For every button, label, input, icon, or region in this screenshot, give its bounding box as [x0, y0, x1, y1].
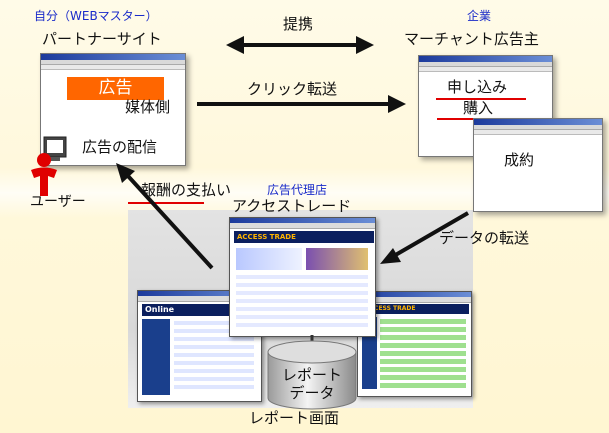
- menu-bar: [41, 60, 185, 65]
- purchase-label: 購入: [463, 99, 494, 117]
- left-entity-name: パートナーサイト: [42, 30, 162, 48]
- accesstrade-logo: ACCESS TRADE: [362, 304, 469, 314]
- title-bar: [358, 292, 471, 297]
- toolbar: [419, 67, 552, 72]
- data-transfer-label: データの転送: [439, 229, 530, 247]
- ad-banner[interactable]: 広告: [67, 77, 164, 100]
- reward-underline: [128, 202, 204, 204]
- report-screen-label: レポート画面: [249, 409, 340, 427]
- data-table: [380, 319, 466, 389]
- title-bar: [230, 218, 375, 223]
- content-area: [236, 275, 368, 329]
- user-label: ユーザー: [30, 194, 86, 210]
- right-entity-name: マーチャント広告主: [404, 30, 539, 48]
- conversion-label: 成約: [504, 151, 535, 169]
- apply-underline: [436, 98, 526, 100]
- menu-bar: [138, 296, 261, 302]
- menu-bar: [230, 223, 375, 229]
- click-transfer-label: クリック転送: [247, 80, 338, 98]
- agency-role-label: 広告代理店: [267, 183, 328, 197]
- report-screen-center: ACCESS TRADE: [229, 217, 376, 337]
- menu-bar: [358, 297, 471, 303]
- menu-bar: [474, 125, 602, 130]
- monitor-icon: [43, 136, 67, 161]
- partnership-label: 提携: [283, 15, 314, 33]
- right-role-label: 企業: [467, 9, 492, 23]
- arrow-double-icon: [226, 36, 374, 54]
- nav-column: [142, 319, 170, 395]
- apply-label: 申し込み: [447, 78, 508, 96]
- ad-delivery-label: 広告の配信: [82, 138, 158, 156]
- merchant-window-front: [473, 118, 603, 212]
- toolbar: [41, 65, 185, 70]
- menu-bar: [419, 62, 552, 67]
- arrow-diagonal-icon: [380, 211, 470, 264]
- toolbar: [474, 130, 602, 135]
- arrow-right-icon: [197, 95, 406, 113]
- media-side-label: 媒体側: [125, 98, 171, 116]
- user-figure-icon: [31, 153, 57, 196]
- title-bar: [41, 54, 185, 60]
- banner: [306, 248, 368, 270]
- title-bar: [474, 119, 602, 125]
- left-role-label: 自分（WEBマスター）: [34, 9, 158, 23]
- agency-name: アクセストレード: [232, 197, 352, 215]
- title-bar: [138, 291, 261, 296]
- title-bar: [419, 56, 552, 62]
- banner: [236, 248, 302, 270]
- report-data-label: レポート データ: [281, 366, 342, 402]
- report-screen-right: ACCESS TRADE: [357, 291, 472, 397]
- arrow-diagonal-icon: [116, 163, 214, 270]
- database-icon: [267, 340, 357, 410]
- reward-payment-label: 報酬の支払い: [141, 181, 232, 199]
- accesstrade-logo: ACCESS TRADE: [234, 231, 374, 243]
